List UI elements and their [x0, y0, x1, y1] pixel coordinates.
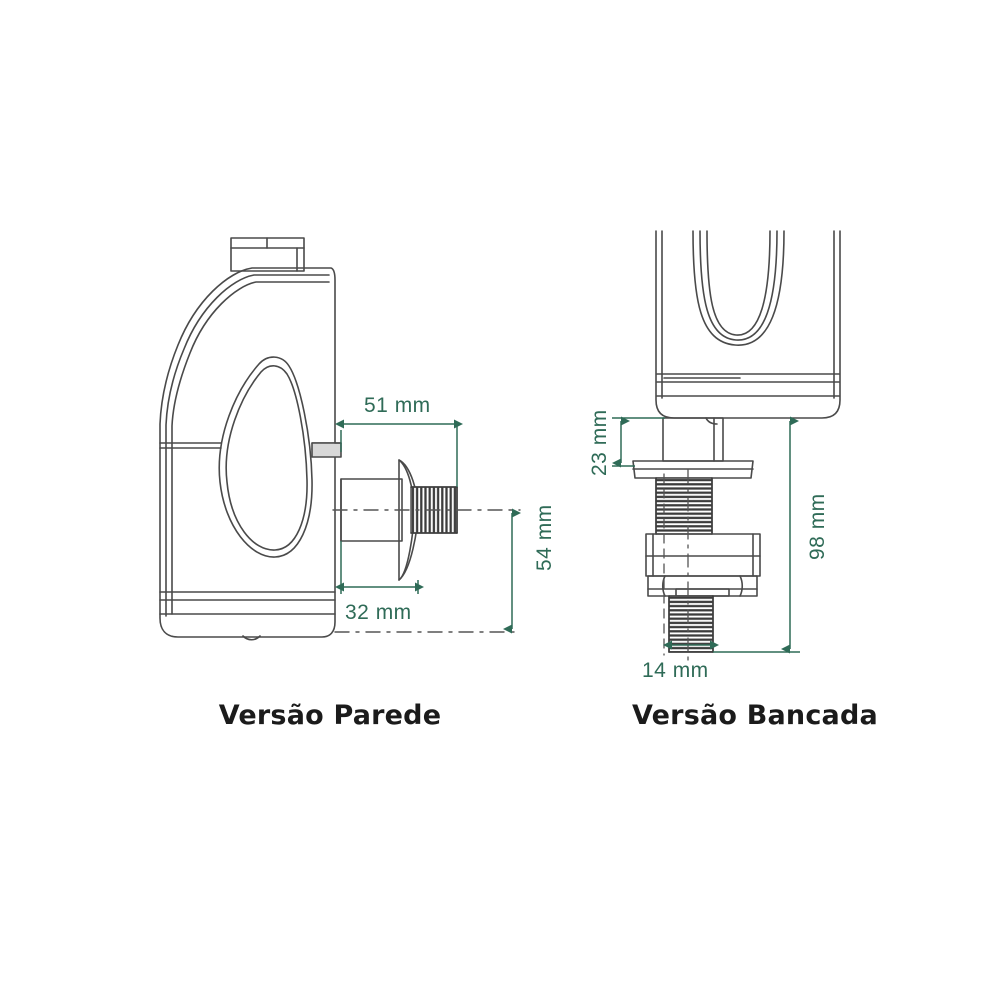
lever-handle-teardrop	[218, 356, 313, 558]
caption-versao-bancada: Versão Bancada	[632, 700, 878, 731]
dimension-label-98mm: 98 mm	[806, 493, 829, 560]
dimension-label-14mm: 14 mm	[642, 659, 709, 682]
lower-collar-nut	[647, 575, 758, 597]
dimension-label-32mm: 32 mm	[345, 601, 412, 624]
dimension-98mm	[713, 416, 800, 654]
dimension-23mm	[612, 416, 665, 468]
threaded-tail-lower	[668, 595, 714, 653]
figure-versao-parede	[159, 237, 521, 641]
dimension-32mm	[335, 541, 424, 594]
faucet-body-outline	[159, 267, 336, 638]
body-outlet-collar	[311, 442, 342, 458]
top-stem-tab	[230, 237, 305, 272]
dimension-label-23mm: 23 mm	[588, 409, 611, 476]
deck-body-bands	[656, 373, 840, 397]
deck-faucet-body	[655, 230, 841, 419]
body-base-bands	[159, 591, 336, 641]
dimension-14mm	[663, 640, 719, 650]
washer-flange	[632, 460, 754, 479]
threaded-shaft-upper	[655, 477, 713, 535]
lock-nut-block	[645, 533, 761, 577]
spout-u-outline	[692, 230, 785, 346]
dimension-51mm	[335, 419, 463, 487]
figure-versao-bancada	[632, 230, 841, 661]
dimension-label-51mm: 51 mm	[364, 394, 431, 417]
caption-versao-parede: Versão Parede	[218, 700, 442, 731]
dimensions-versao-bancada	[612, 416, 800, 654]
dimensions-versao-parede	[335, 419, 521, 634]
dimension-label-54mm: 54 mm	[533, 504, 556, 571]
